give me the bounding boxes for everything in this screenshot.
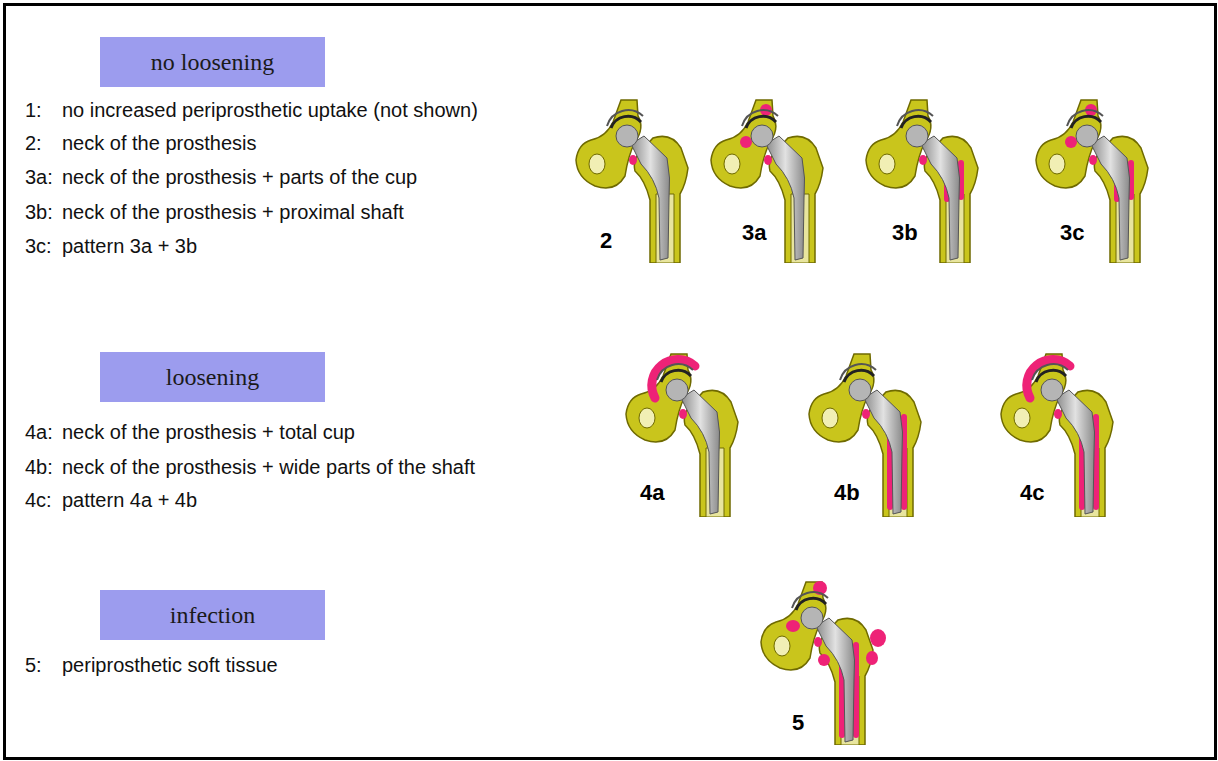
hip-figure (865, 98, 995, 263)
figure-number: 3a (742, 222, 766, 244)
list-code: 1: (25, 100, 42, 120)
list-code: 3c: (25, 236, 52, 256)
list-description: pattern 4a + 4b (62, 490, 197, 510)
list-code: 2: (25, 133, 42, 153)
list-code: 4b: (25, 457, 53, 477)
list-description: neck of the prosthesis + proximal shaft (62, 202, 404, 222)
hip-figure (808, 352, 938, 517)
hip-figure (1000, 352, 1130, 517)
figure-number: 4c (1020, 482, 1044, 504)
list-code: 3b: (25, 202, 53, 222)
section-header-text: loosening (166, 364, 259, 391)
list-description: neck of the prosthesis (62, 133, 257, 153)
section-header-box: loosening (100, 352, 325, 402)
list-description: periprosthetic soft tissue (62, 655, 278, 675)
hip-figure (575, 98, 705, 263)
section-header-text: infection (170, 602, 255, 629)
hip-figure (760, 580, 890, 745)
list-description: neck of the prosthesis + parts of the cu… (62, 167, 417, 187)
section-header-box: no loosening (100, 37, 325, 87)
list-code: 4c: (25, 490, 52, 510)
section-header-text: no loosening (151, 49, 274, 76)
figure-number: 5 (792, 712, 804, 734)
figure-number: 3c (1060, 222, 1084, 244)
figure-number: 2 (600, 230, 612, 252)
list-code: 4a: (25, 422, 53, 442)
list-code: 5: (25, 655, 42, 675)
figure-number: 3b (892, 222, 918, 244)
figure-number: 4b (834, 482, 860, 504)
list-description: neck of the prosthesis + wide parts of t… (62, 457, 475, 477)
list-description: pattern 3a + 3b (62, 236, 197, 256)
hip-figure (710, 98, 840, 263)
figure-number: 4a (640, 482, 664, 504)
list-code: 3a: (25, 167, 53, 187)
list-description: no increased periprosthetic uptake (not … (62, 100, 478, 120)
list-description: neck of the prosthesis + total cup (62, 422, 355, 442)
section-header-box: infection (100, 590, 325, 640)
hip-figure (1035, 98, 1165, 263)
